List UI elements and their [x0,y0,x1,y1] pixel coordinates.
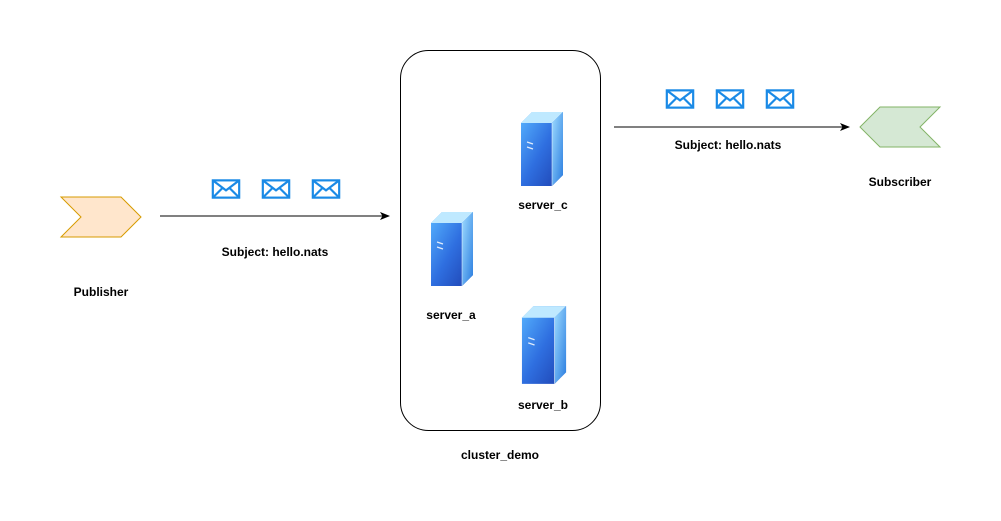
envelope-icon [765,89,795,109]
deliver-messages [665,89,795,109]
publish-messages [211,179,341,199]
server-icon [430,211,474,287]
envelope-icon [715,89,745,109]
server-b-label: server_b [518,398,568,412]
publish-subject-label: Subject: hello.nats [222,245,329,259]
server-c-label: server_c [518,198,568,212]
envelope-icon [261,179,291,199]
cluster-label: cluster_demo [461,448,539,462]
deliver-subject-label: Subject: hello.nats [675,138,782,152]
envelope-icon [311,179,341,199]
server-a-label: server_a [426,308,476,322]
server-icon [521,305,567,385]
envelope-icon [665,89,695,109]
publisher-label: Publisher [74,285,129,299]
cluster-box [400,50,601,431]
subscriber-shape [859,106,942,148]
envelope-icon [211,179,241,199]
publisher-shape [59,196,142,238]
server-icon [520,111,564,187]
subscriber-label: Subscriber [869,175,932,189]
